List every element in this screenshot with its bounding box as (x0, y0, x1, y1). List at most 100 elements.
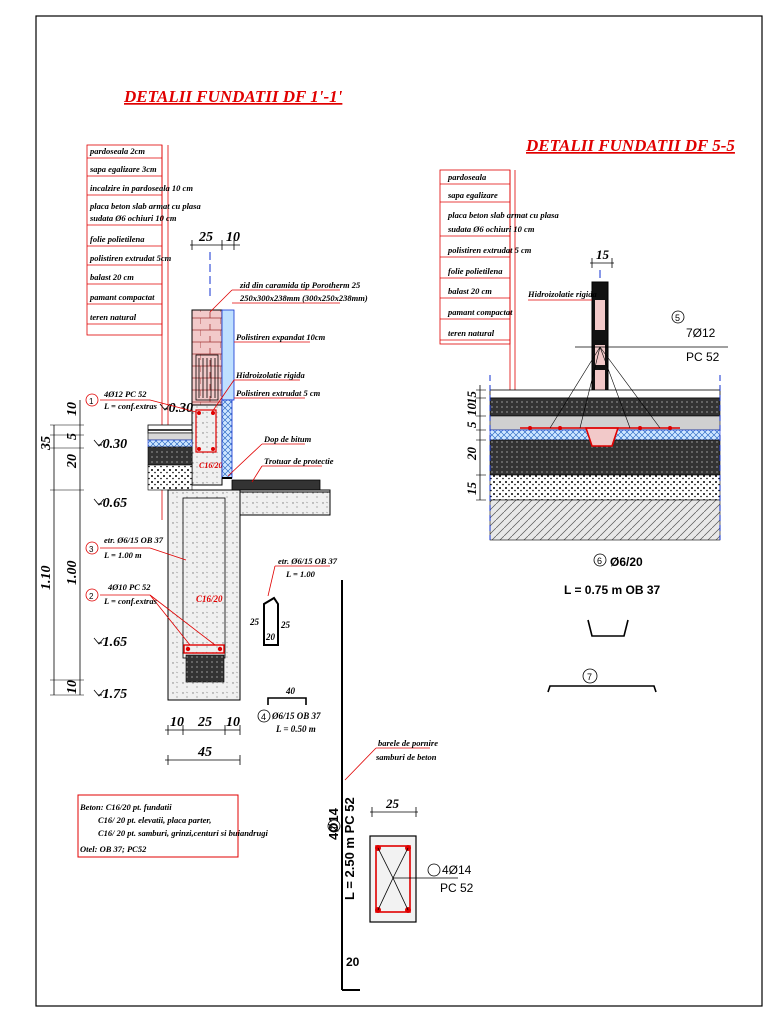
right-vertical-dimension: 20 (464, 447, 479, 462)
note-line-2: C16/ 20 pt. elevatii, placa parter, (98, 815, 211, 825)
rebar-2-length: L = conf.extras (103, 596, 158, 606)
dim-bottom-10b: 10 (226, 715, 240, 730)
column-starter-label-2: samburi de beton (375, 752, 437, 762)
right-layer-label: sapa egalizare (447, 190, 498, 200)
dim-top-10: 10 (226, 230, 240, 245)
column-bars: 4Ø14 (442, 863, 472, 877)
rebar-3-number: 3 (89, 545, 94, 554)
rebar-2-spec: 4Ø10 PC 52 (107, 582, 151, 592)
level-mark: -0.65 (98, 496, 127, 511)
vertical-dimension: 1.00 (65, 561, 80, 586)
callout-xps: Polistiren extrudat 5 cm (236, 388, 321, 398)
left-title: DETALII FUNDATII DF 1'-1' (123, 87, 343, 106)
note-line-3: C16/ 20 pt. samburi, grinzi,centuri si b… (98, 828, 268, 838)
callout-wall-dims: 250x300x238mm (300x250x238mm) (239, 293, 368, 303)
column-vertical-bars: 4Ø14 (326, 807, 341, 840)
left-layer-label: incalzire in pardoseala 10 cm (90, 183, 193, 193)
left-layer-label: polistiren extrudat 5cm (89, 253, 172, 263)
rebar-2-number: 2 (89, 592, 94, 601)
note-line-4: Otel: OB 37; PC52 (80, 844, 147, 854)
rebar-7-number: 7 (587, 672, 592, 682)
vertical-dimension: 10 (65, 680, 80, 694)
right-layer-label: balast 20 cm (448, 286, 492, 296)
right-layer-label: folie polietilena (448, 266, 503, 276)
rebar-5-spec: 7Ø12 (686, 326, 716, 340)
concrete-label-upper: C16/20 (199, 461, 223, 470)
rebar-callouts: 1 4Ø12 PC 52 L = conf.extras 3 etr. Ø6/1… (85, 389, 338, 734)
left-layer-label: sapa egalizare 3cm (89, 164, 157, 174)
stirrup-dim-25b: 25 (280, 620, 291, 630)
vertical-dimension: 10 (65, 402, 80, 416)
right-foundation-section: 15 Hidroizolatie rigida 5 7Ø12 PC 52 (464, 247, 728, 693)
column-vertical-number: 1 (329, 825, 339, 830)
column-vertical-spec: L = 2.50 m PC 52 (342, 797, 357, 900)
left-layer-label: placa beton slab armat cu plasa (89, 201, 201, 211)
rebar-4-spec: Ø6/15 OB 37 (271, 711, 321, 721)
rebar-1-spec: 4Ø12 PC 52 (103, 389, 147, 399)
concrete-label-footing: C16/20 (196, 594, 223, 604)
level-mark: -1.75 (98, 687, 127, 702)
left-callouts: zid din caramida tip Porotherm 25 250x30… (209, 280, 368, 483)
column-detail: L = 2.50 m PC 52 4Ø14 1 20 barele de por… (326, 580, 474, 991)
sheet-border (35, 15, 763, 1007)
level-mark: -0.30 (164, 401, 193, 416)
rebar-6-shape (587, 619, 629, 637)
dim-top-25: 25 (198, 230, 213, 245)
right-title: DETALII FUNDATII DF 5-5 (525, 136, 735, 155)
rebar-4-number: 4 (261, 712, 266, 722)
vertical-dimension: 1.10 (39, 566, 54, 591)
left-layer-label: pardoseala 2cm (89, 146, 145, 156)
right-vertical-dimension: 10 (464, 403, 479, 417)
left-layer-label: sudata Ø6 ochiuri 10 cm (89, 213, 177, 223)
stirrup-dim-25a: 25 (249, 617, 260, 627)
rebar-4-length: L = 0.50 m (275, 724, 316, 734)
rebar-7-shape (547, 685, 657, 693)
rebar-6-spec: Ø6/20 (610, 555, 643, 569)
right-layer-label: sudata Ø6 ochiuri 10 cm (447, 224, 535, 234)
material-notes: Beton: C16/20 pt. fundatii C16/ 20 pt. e… (77, 794, 268, 858)
stirrup-spec: etr. Ø6/15 OB 37 (278, 556, 338, 566)
column-starter-label: barele de pornire (378, 738, 438, 748)
callout-bitumen: Dop de bitum (263, 434, 312, 444)
rebar-6-number: 6 (597, 556, 602, 566)
rebar-1-length: L = conf.extras (103, 401, 158, 411)
dim-bottom-10a: 10 (170, 715, 184, 730)
stirrup-dim-20: 20 (265, 632, 276, 642)
left-layer-label: folie polietilena (90, 234, 145, 244)
stirrup-shape (263, 596, 279, 646)
callout-wall: zid din caramida tip Porotherm 25 (239, 280, 361, 290)
vertical-dimension: 20 (65, 454, 80, 469)
left-layer-label: teren natural (90, 312, 137, 322)
right-layer-label: polistiren extrudat 5 cm (447, 245, 532, 255)
rebar-5-grade: PC 52 (686, 350, 720, 364)
vertical-dimension: 35 (39, 436, 54, 451)
left-foundation-section: 25 10 C16/20 C16/20 (39, 230, 331, 765)
vertical-dimension: 5 (65, 433, 80, 440)
right-dim-15: 15 (596, 247, 610, 262)
rebar-5-number: 5 (675, 313, 680, 323)
dim-bottom-25: 25 (197, 715, 212, 730)
right-layer-label: teren natural (448, 328, 495, 338)
left-layer-label: balast 20 cm (90, 272, 134, 282)
rebar-6-length: L = 0.75 m OB 37 (564, 583, 660, 597)
rebar-3-spec: etr. Ø6/15 OB 37 (104, 535, 164, 545)
right-vertical-dimension: 15 (464, 391, 479, 405)
rebar-3-length: L = 1.00 m (103, 550, 142, 560)
right-layer-label: pardoseala (447, 172, 487, 182)
column-bars-grade: PC 52 (440, 881, 474, 895)
right-vertical-dimension: 5 (464, 421, 479, 428)
plinth-beam (191, 404, 223, 486)
rebar-1-number: 1 (89, 397, 94, 406)
left-layer-legend: pardoseala 2cm sapa egalizare 3cm incalzir… (86, 144, 201, 520)
right-vertical-dimension: 15 (464, 482, 479, 496)
callout-sidewalk: Trotuar de protectie (264, 456, 334, 466)
callout-eps: Polistiren expandat 10cm (236, 332, 326, 342)
stirrup-length: L = 1.00 (285, 569, 316, 579)
column-dim-25: 25 (385, 796, 400, 811)
right-layer-label: pamant compactat (447, 307, 513, 317)
rebar-4-len: 40 (285, 686, 296, 696)
level-mark: -0.30 (98, 437, 127, 452)
level-mark: -1.65 (98, 635, 127, 650)
dim-bottom-45: 45 (197, 745, 212, 760)
